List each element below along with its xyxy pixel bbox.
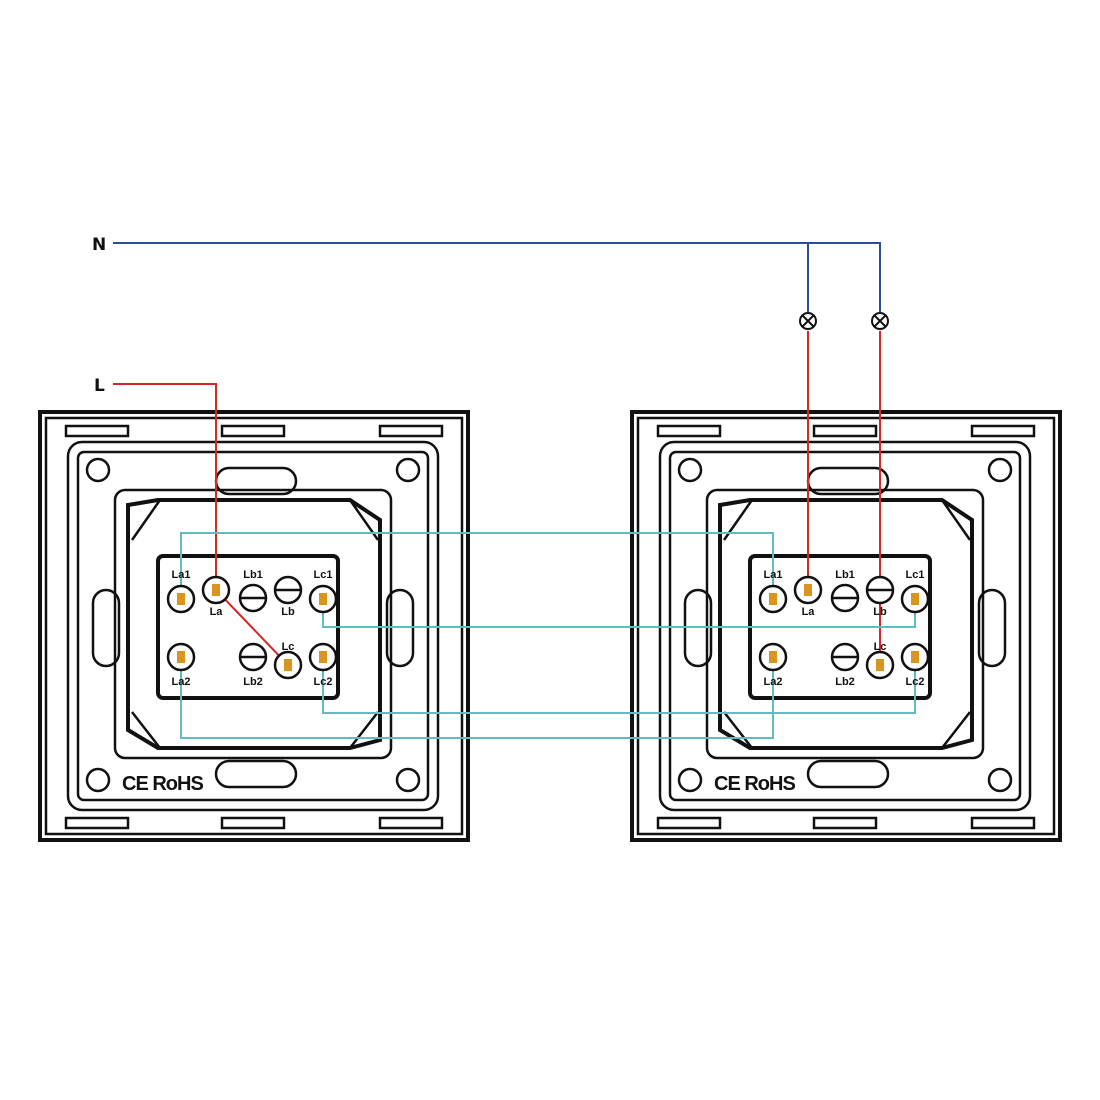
terminal-lb2: Lb2 — [830, 642, 860, 688]
terminal-lc: Lc — [865, 641, 895, 680]
wire-connection-icon — [319, 593, 327, 605]
terminal-label: La2 — [172, 676, 191, 688]
screw-hole-icon — [677, 767, 703, 793]
mounting-slot — [977, 588, 1007, 668]
clip-slot — [656, 424, 722, 438]
terminal-label: Lc2 — [314, 676, 333, 688]
clip-slot — [656, 816, 722, 830]
terminal-lb: Lb — [865, 575, 895, 618]
terminal-label: La — [802, 606, 816, 618]
neutral-wire — [113, 242, 881, 312]
wire-connection-icon — [769, 593, 777, 605]
wire-connection-icon — [769, 651, 777, 663]
wire-connection-icon — [804, 584, 812, 596]
wire-connection-icon — [212, 584, 220, 596]
traveler-wire-la1 — [180, 532, 774, 599]
screw-hole-icon — [987, 457, 1013, 483]
terminal-lc: Lc — [273, 641, 303, 680]
certification-marks: CE RoHS — [714, 773, 795, 795]
clip-slot — [970, 816, 1036, 830]
terminal-label: Lb2 — [243, 676, 263, 688]
terminal-lc1: Lc1 — [308, 569, 338, 614]
terminal-lc2: Lc2 — [900, 642, 930, 688]
terminal-lb1: Lb1 — [238, 569, 268, 613]
terminal-label: Lb — [281, 606, 295, 618]
screw-hole-icon — [85, 457, 111, 483]
mounting-slot — [91, 588, 121, 668]
clip-slot — [812, 424, 878, 438]
terminal-label: Lc1 — [906, 569, 925, 581]
certification-marks: CE RoHS — [122, 773, 203, 795]
terminal-lc2: Lc2 — [308, 642, 338, 688]
wire-connection-icon — [911, 651, 919, 663]
clip-slot — [970, 424, 1036, 438]
terminal-label: Lc — [874, 641, 887, 653]
switch-module — [718, 498, 974, 750]
switch-module — [126, 498, 382, 750]
clip-slot — [220, 424, 286, 438]
clip-slot — [64, 816, 130, 830]
terminal-label: La1 — [172, 569, 191, 581]
mounting-slot — [806, 759, 890, 789]
terminal-label: La — [210, 606, 224, 618]
wire-connection-icon — [177, 651, 185, 663]
live-wire — [113, 383, 289, 666]
terminal-lc1: Lc1 — [900, 569, 930, 614]
terminal-la1: La1 — [166, 569, 196, 614]
terminal-label: Lb1 — [835, 569, 855, 581]
lamp-2 — [871, 312, 889, 330]
terminal-label: Lb2 — [835, 676, 855, 688]
lamp-1 — [799, 312, 817, 330]
live-label: L — [94, 376, 105, 396]
clip-slot — [378, 424, 444, 438]
terminal-la: La — [201, 575, 231, 618]
terminal-label: La1 — [764, 569, 783, 581]
terminal-la2: La2 — [166, 642, 196, 688]
screw-hole-icon — [85, 767, 111, 793]
mounting-slot — [214, 759, 298, 789]
clip-slot — [812, 816, 878, 830]
terminal-label: La2 — [764, 676, 783, 688]
terminal-label: Lc — [282, 641, 295, 653]
terminal-la: La — [793, 575, 823, 618]
terminal-label: Lc1 — [314, 569, 333, 581]
wire-connection-icon — [319, 651, 327, 663]
wire-connection-icon — [177, 593, 185, 605]
terminal-lb: Lb — [273, 575, 303, 618]
screw-hole-icon — [677, 457, 703, 483]
switch-right: CE RoHS — [630, 410, 1062, 842]
terminal-label: Lb — [873, 606, 887, 618]
clip-slot — [220, 816, 286, 830]
terminal-label: Lc2 — [906, 676, 925, 688]
traveler-wire-la2 — [180, 657, 774, 739]
screw-hole-icon — [395, 457, 421, 483]
wire-connection-icon — [876, 659, 884, 671]
terminal-la1: La1 — [758, 569, 788, 614]
clip-slot — [64, 424, 130, 438]
clip-slot — [378, 816, 444, 830]
terminal-la2: La2 — [758, 642, 788, 688]
terminal-lb2: Lb2 — [238, 642, 268, 688]
screw-hole-icon — [987, 767, 1013, 793]
terminal-label: Lb1 — [243, 569, 263, 581]
terminal-lb1: Lb1 — [830, 569, 860, 613]
screw-hole-icon — [395, 767, 421, 793]
wire-connection-icon — [911, 593, 919, 605]
traveler-wire-lc2 — [322, 657, 916, 714]
neutral-label: N — [92, 235, 106, 255]
wire-connection-icon — [284, 659, 292, 671]
